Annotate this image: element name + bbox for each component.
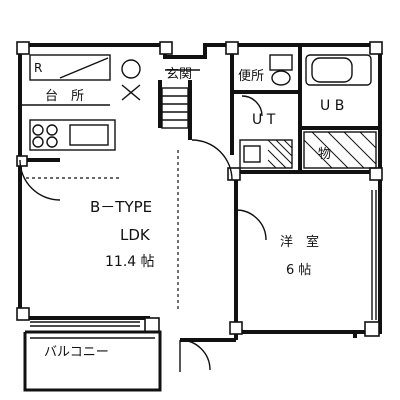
bath-label: U B xyxy=(320,98,344,114)
type-label: B－TYPE xyxy=(90,198,152,216)
dashed-guides xyxy=(26,150,179,310)
storage-hatch xyxy=(303,131,377,169)
ldk-label: LDK xyxy=(120,226,151,244)
utility-label: U T xyxy=(252,112,276,128)
toilet-label: 便所 xyxy=(238,69,264,84)
doors xyxy=(19,95,267,372)
western-room-label: 洋 室 xyxy=(280,234,319,250)
washer-pan xyxy=(239,139,293,169)
western-room-size-label: 6 帖 xyxy=(286,263,311,278)
balcony-label: バルコニー xyxy=(44,345,109,360)
balcony-window xyxy=(30,321,140,327)
toilet-fixture xyxy=(269,54,293,86)
entrance-steps xyxy=(161,69,200,129)
balcony xyxy=(23,330,162,392)
bath-fixture xyxy=(305,54,372,86)
bedroom-window xyxy=(371,190,377,320)
interior-walls xyxy=(20,45,380,332)
entrance-label: 玄関 xyxy=(166,67,192,82)
kitchen-label: 台 所 xyxy=(45,89,84,104)
storage-label: 物 xyxy=(318,147,331,162)
svg-text:R: R xyxy=(34,61,42,75)
kitchen-fixtures: R xyxy=(29,54,141,151)
structural-columns xyxy=(16,41,383,337)
ldk-size-label: 11.4 帖 xyxy=(105,254,155,270)
